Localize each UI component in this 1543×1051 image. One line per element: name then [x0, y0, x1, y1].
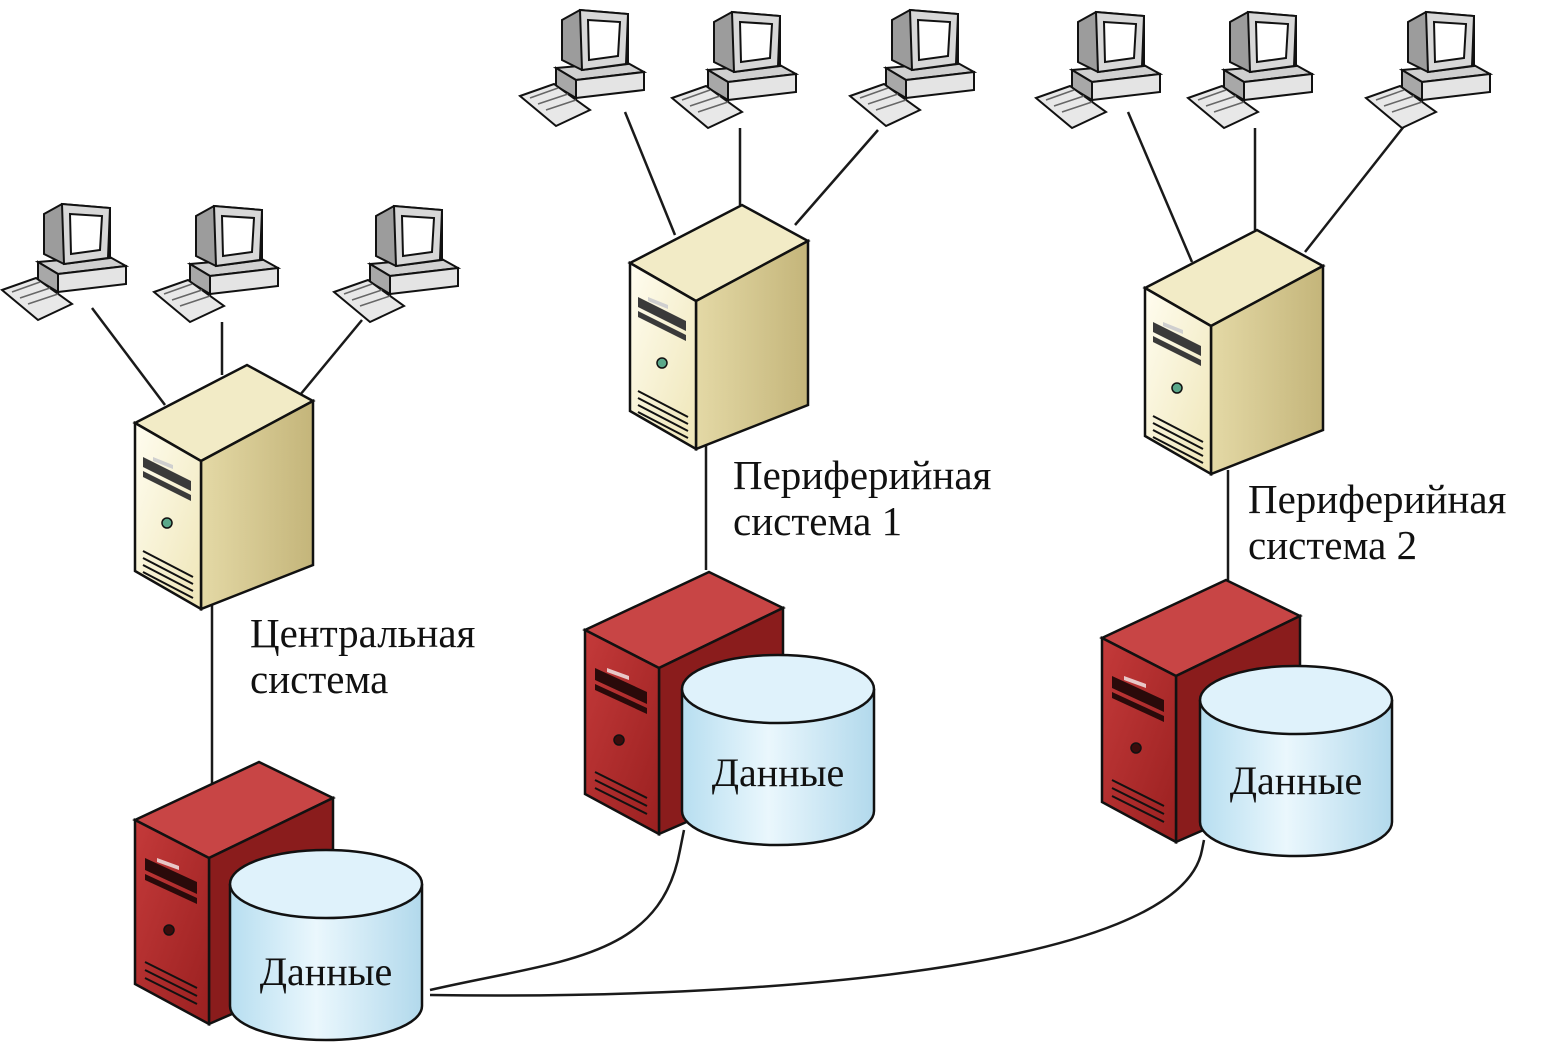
workstation-icon: [519, 9, 645, 127]
peripheral-system-1-label: Периферийная система 1: [733, 452, 991, 544]
link-p2-ws3: [1304, 124, 1406, 253]
peripheral-system-2-label: Периферийная система 2: [1248, 476, 1506, 568]
connection-lines: [91, 111, 1406, 997]
peripheral-system-1-label-line2: система 1: [733, 498, 903, 544]
central-system: Данные: [1, 203, 459, 1042]
link-p1-ws3: [794, 129, 879, 226]
workstation-icon: [1365, 11, 1491, 129]
peripheral-system-1: Данные: [519, 9, 975, 847]
workstation-icon: [1035, 11, 1161, 129]
server-tower-icon: [1143, 228, 1325, 476]
peripheral-system-2-label-line1: Периферийная: [1248, 476, 1507, 522]
central-system-label: Центральная система: [250, 610, 475, 702]
central-db-label: Данные: [260, 949, 392, 994]
peripheral-system-2: Данные: [1035, 11, 1491, 858]
workstation-icon: [1, 203, 127, 321]
link-central-ws1: [91, 307, 166, 406]
database-cylinder-icon: [228, 848, 424, 1042]
server-tower-icon: [628, 203, 810, 451]
workstation-icon: [333, 205, 459, 323]
link-central-db-p1-db: [429, 829, 686, 992]
workstation-icon: [849, 9, 975, 127]
peripheral-system-2-label-line2: система 2: [1248, 522, 1418, 568]
peripheral-2-db-label: Данные: [1230, 758, 1362, 803]
central-system-label-line1: Центральная: [250, 610, 476, 656]
central-system-label-line2: система: [250, 656, 389, 702]
peripheral-1-db-label: Данные: [712, 750, 844, 795]
workstation-icon: [153, 205, 279, 323]
workstation-icon: [671, 11, 797, 129]
link-central-ws3: [299, 319, 363, 396]
peripheral-system-1-label-line1: Периферийная: [733, 452, 992, 498]
link-central-db-p2-db: [429, 839, 1206, 997]
link-p2-ws1: [1126, 111, 1194, 263]
workstation-icon: [1187, 11, 1313, 129]
link-p1-ws1: [623, 111, 677, 236]
